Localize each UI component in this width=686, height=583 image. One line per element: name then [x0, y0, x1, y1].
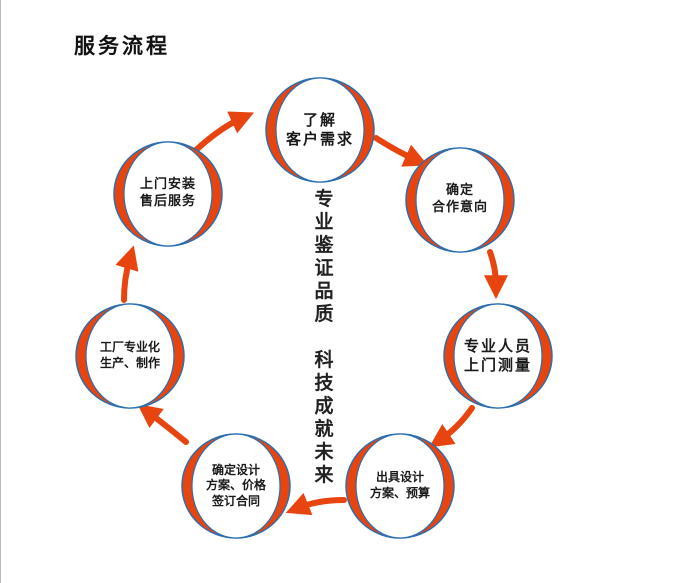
process-step-5: 确定设计 方案、价格 签订合同: [180, 432, 292, 540]
arrow-step3-to-step4: [429, 405, 475, 448]
process-step-4: 出具设计 方案、预算: [344, 432, 456, 540]
step-7-label: 上门安装 售后服务: [139, 177, 196, 209]
process-step-2: 确定 合作意向: [404, 146, 516, 254]
arrow-step6-to-step7: [115, 245, 139, 303]
arrow-step2-to-step3: [483, 249, 508, 300]
arrow-step7-to-step1: [193, 111, 255, 153]
process-step-1: 了解 客户需求: [264, 76, 376, 184]
step-1-label: 了解 客户需求: [285, 110, 354, 149]
step-5-label: 确定设计 方案、价格 签订合同: [205, 462, 266, 508]
step-4-label: 出具设计 方案、预算: [369, 470, 430, 500]
arrow-step5-to-step6: [137, 404, 189, 445]
arrow-step4-to-step5: [285, 492, 347, 516]
step-6-label: 工厂专业化 生产、制作: [99, 340, 160, 370]
page-title: 服务流程: [74, 33, 170, 58]
arrow-step1-to-step2: [373, 135, 429, 167]
step-3-label: 专业人员 上门测量: [463, 336, 532, 375]
process-step-3: 专业人员 上门测量: [442, 302, 554, 410]
step-2-label: 确定 合作意向: [431, 183, 488, 215]
process-step-6: 工厂专业化 生产、制作: [74, 302, 186, 410]
slogan-line-1: 专业鉴证品质: [314, 188, 334, 325]
page-left-border: [0, 0, 1, 583]
slogan-line-2: 科技成就未来: [314, 349, 334, 486]
process-step-7: 上门安装 售后服务: [112, 140, 224, 248]
central-slogan: 专业鉴证品质 科技成就未来: [312, 188, 336, 487]
